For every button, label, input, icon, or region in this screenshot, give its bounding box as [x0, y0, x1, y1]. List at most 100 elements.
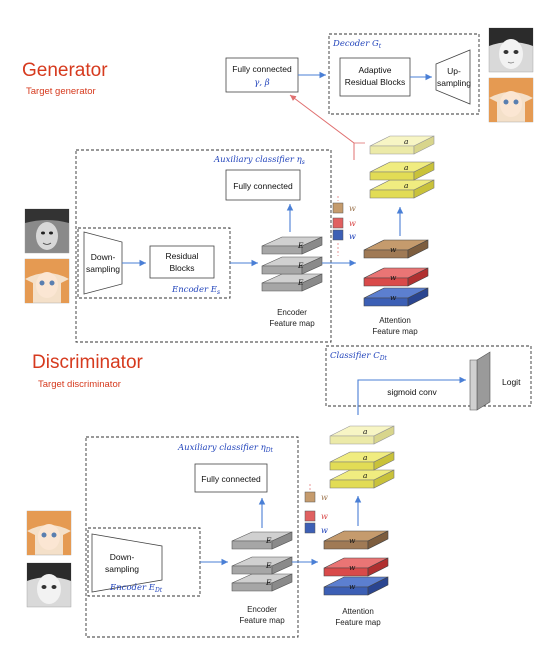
generator-aux-region: Auxiliary classifier ηs Fully connected: [75, 149, 332, 343]
generator-encoder-box: Down- sampling Residual Blocks Encoder E…: [77, 227, 231, 299]
disc-input-face-anime: [26, 510, 72, 556]
disc-encoder-sub: Dt: [154, 587, 163, 594]
disc-downsampling-line1: Down-: [110, 552, 135, 562]
upsampling-trapezoid: [435, 49, 471, 105]
gen-wE1: w: [390, 293, 397, 302]
disc-w-1: w: [321, 526, 328, 535]
gen-a-stack: a a a: [369, 135, 435, 199]
logit-label: Logit: [502, 377, 521, 387]
classifier-title: Classifier C: [330, 351, 380, 361]
gen-downsampling-line2: sampling: [86, 264, 120, 274]
disc-wEn: w: [349, 536, 356, 545]
gen-attention-stack: w w w: [363, 239, 429, 307]
generator-input-face-photo: [24, 208, 70, 254]
gen-E1: E: [297, 278, 304, 287]
disc-attention-stack: w w w: [323, 530, 389, 596]
gen-encoder-fm-line2: Feature map: [269, 319, 315, 328]
disc-encoder-feature-stack: E E E: [231, 531, 293, 592]
discriminator-subtitle: Target discriminator: [38, 379, 121, 390]
gen-wEn: w: [390, 245, 397, 254]
generator-title: Generator: [22, 60, 108, 81]
gen-attention-fm-line2: Feature map: [372, 327, 418, 336]
gen-residual-line2: Blocks: [169, 263, 194, 273]
svg-text:Decoder Gt: Decoder Gt: [332, 39, 382, 50]
disc-downsampling-line2: sampling: [105, 564, 139, 574]
gen-attention-fm-line1: Attention: [379, 316, 411, 325]
disc-E2: E: [265, 561, 272, 570]
disc-a2: a: [363, 453, 367, 462]
disc-aux-title: Auxiliary classifier η: [177, 443, 267, 453]
arrow-a-to-logit: [357, 376, 466, 415]
svg-text:Auxiliary classifier ηs: Auxiliary classifier ηs: [213, 155, 305, 166]
gen-an: a: [404, 137, 408, 146]
generator-output-face-sketch: [488, 27, 534, 73]
gen-a1: a: [404, 181, 408, 190]
gen-w-n: w: [349, 204, 356, 213]
discriminator-title: Discriminator: [32, 352, 143, 373]
generator-subtitle: Target generator: [26, 86, 96, 97]
sigmoid-label: sigmoid conv: [387, 387, 437, 397]
decoder-title: Decoder G: [332, 39, 379, 49]
disc-weights: w w w: [304, 484, 328, 535]
disc-encoder-title: Encoder E: [109, 583, 156, 593]
gen-aux-fc-label: Fully connected: [233, 181, 293, 191]
svg-text:Encoder Es: Encoder Es: [171, 285, 220, 296]
disc-wE1: w: [349, 582, 356, 591]
gen-downsampling-line1: Down-: [91, 252, 116, 262]
gen-aux-title: Auxiliary classifier η: [213, 155, 303, 165]
disc-En: E: [265, 536, 272, 545]
generator-fc-gamma-beta-block: Fully connected γ, β: [225, 57, 299, 93]
disc-attention-fm-line2: Feature map: [335, 618, 381, 627]
disc-aux-fc-box: [194, 463, 268, 493]
adaptive-line1: Adaptive: [358, 65, 391, 75]
gen-aux-fc-box: [225, 169, 301, 201]
disc-encoder-fm-line2: Feature map: [239, 616, 285, 625]
classifier-sub: Dt: [379, 355, 388, 362]
generator-output-face-anime: [488, 77, 534, 123]
gen-aux-sub: s: [302, 159, 305, 166]
gen-encoder-fm-line1: Encoder: [277, 308, 307, 317]
generator-fc-label: Fully connected: [232, 64, 292, 74]
svg-text:Classifier CDt: Classifier CDt: [330, 351, 388, 362]
disc-an: a: [363, 427, 367, 436]
disc-a-stack: a a a: [329, 425, 395, 489]
disc-encoder-box: Down- sampling Encoder EDt: [87, 527, 201, 597]
disc-wE2: w: [349, 563, 356, 572]
gen-wE2: w: [390, 273, 397, 282]
disc-downsampling-trapezoid: [91, 533, 163, 593]
generator-fc-params: γ, β: [254, 78, 269, 88]
upsampling-line2: sampling: [437, 78, 471, 88]
disc-attention-fm-line1: Attention: [342, 607, 374, 616]
disc-a1: a: [363, 471, 367, 480]
disc-aux-region: Auxiliary classifier ηDt Fully connected: [85, 436, 299, 638]
gen-encoder-feature-stack: E E E: [261, 236, 323, 292]
gen-residual-line1: Residual: [165, 251, 198, 261]
gen-residual-blocks: [149, 245, 215, 279]
disc-w-2: w: [321, 512, 328, 521]
disc-aux-sub: Dt: [265, 447, 274, 454]
classifier-box: Classifier CDt sigmoid conv Logit: [325, 345, 532, 411]
gen-encoder-sub: s: [217, 289, 220, 296]
svg-text:Encoder EDt: Encoder EDt: [109, 583, 163, 594]
svg-text:Auxiliary classifier ηDt: Auxiliary classifier ηDt: [177, 443, 274, 454]
disc-aux-fc-label: Fully connected: [201, 474, 261, 484]
adaptive-line2: Residual Blocks: [345, 77, 405, 87]
gen-E2: E: [297, 261, 304, 270]
decoder-box: Decoder Gt Adaptive Residual Blocks Up- …: [328, 33, 480, 115]
disc-w-n: w: [321, 493, 328, 502]
gen-En: E: [297, 241, 304, 250]
disc-input-face-sketch: [26, 562, 72, 608]
disc-E1: E: [265, 578, 272, 587]
gen-w-2: w: [349, 219, 356, 228]
gen-a2: a: [404, 163, 408, 172]
upsampling-line1: Up-: [447, 66, 461, 76]
gen-encoder-title: Encoder E: [171, 285, 218, 295]
gen-w-1: w: [349, 232, 356, 241]
logit-block: [476, 351, 491, 411]
generator-input-face-anime: [24, 258, 70, 304]
gen-downsampling-trapezoid: [83, 231, 123, 295]
disc-encoder-fm-line1: Encoder: [247, 605, 277, 614]
decoder-sub: t: [379, 43, 382, 50]
gen-weights: w w w: [332, 196, 356, 256]
